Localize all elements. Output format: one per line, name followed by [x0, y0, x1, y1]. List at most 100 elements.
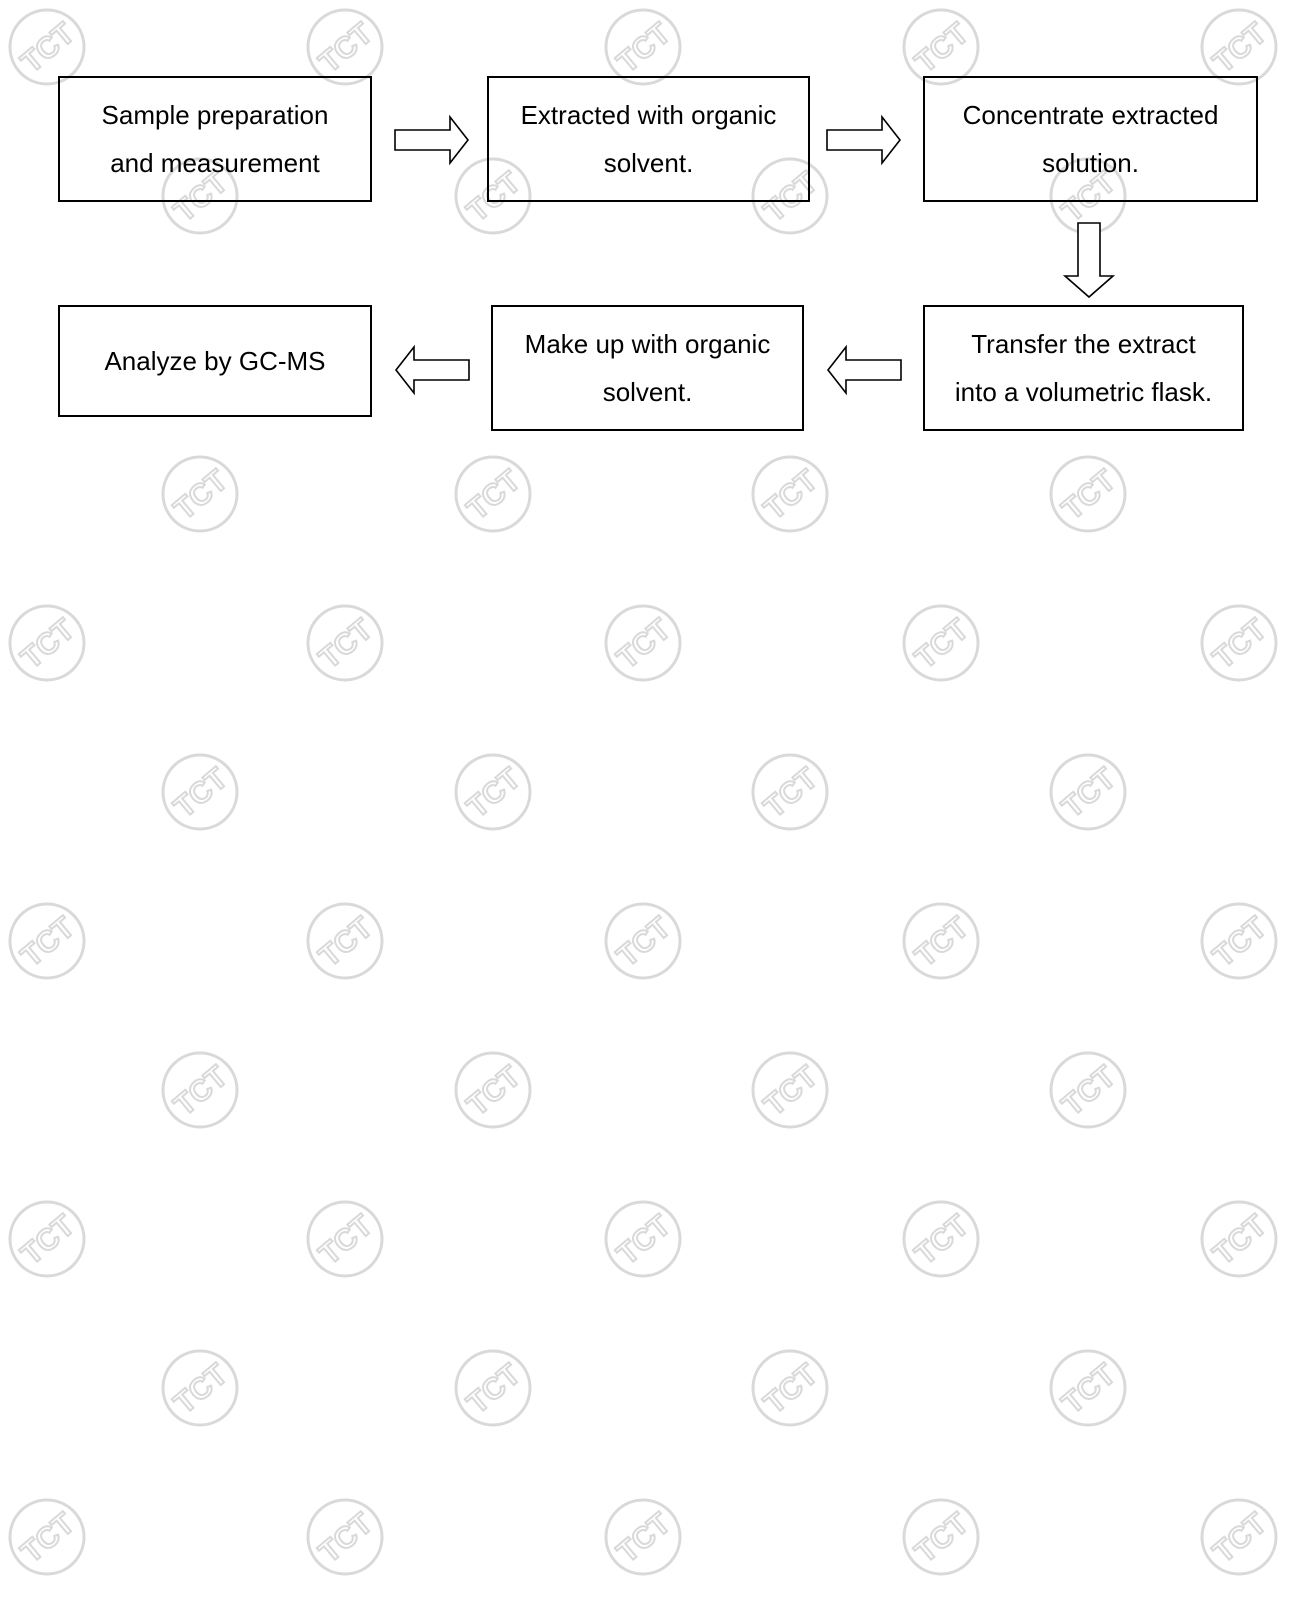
- step-transfer: Transfer the extract into a volumetric f…: [923, 305, 1244, 431]
- watermark-seal: TCT: [604, 604, 682, 682]
- svg-text:TCT: TCT: [1207, 17, 1273, 80]
- step-text-line: solution.: [1042, 148, 1139, 178]
- watermark-seal: TCT: [8, 8, 86, 86]
- watermark-seal: TCT: [161, 455, 239, 533]
- svg-text:TCT: TCT: [15, 1209, 81, 1272]
- svg-text:TCT: TCT: [909, 1209, 975, 1272]
- step-text-line: Extracted with organic: [520, 100, 777, 130]
- watermark-seal: TCT: [1200, 8, 1278, 86]
- svg-text:TCT: TCT: [909, 1507, 975, 1570]
- step-text-line: Make up with organic: [524, 329, 771, 359]
- watermark-seal: TCT: [306, 8, 384, 86]
- step-text-line: Analyze by GC-MS: [104, 346, 326, 376]
- svg-text:TCT: TCT: [461, 1060, 527, 1123]
- svg-text:TCT: TCT: [168, 762, 234, 825]
- watermark-seal: TCT: [161, 1051, 239, 1129]
- svg-text:TCT: TCT: [15, 911, 81, 974]
- svg-text:TCT: TCT: [611, 1209, 677, 1272]
- svg-text:TCT: TCT: [461, 1358, 527, 1421]
- arrow-left-icon: [826, 344, 902, 396]
- watermark-seal: TCT: [1200, 1498, 1278, 1576]
- svg-text:TCT: TCT: [15, 17, 81, 80]
- svg-text:TCT: TCT: [313, 1209, 379, 1272]
- watermark-seal: TCT: [306, 1498, 384, 1576]
- step-text-line: and measurement: [110, 148, 320, 178]
- svg-text:TCT: TCT: [15, 613, 81, 676]
- svg-text:TCT: TCT: [168, 1358, 234, 1421]
- svg-text:TCT: TCT: [313, 613, 379, 676]
- step-text-line: Transfer the extract: [971, 329, 1196, 359]
- watermark-seal: TCT: [751, 753, 829, 831]
- svg-text:TCT: TCT: [611, 17, 677, 80]
- watermark-seal: TCT: [306, 902, 384, 980]
- watermark-seal: TCT: [1049, 1349, 1127, 1427]
- svg-text:TCT: TCT: [758, 464, 824, 527]
- watermark-seal: TCT: [751, 1051, 829, 1129]
- watermark-seal: TCT: [454, 1051, 532, 1129]
- svg-text:TCT: TCT: [611, 1507, 677, 1570]
- watermark-seal: TCT: [1049, 1051, 1127, 1129]
- arrow-right-icon: [394, 114, 470, 166]
- watermark-seal: TCT: [1200, 1200, 1278, 1278]
- svg-text:TCT: TCT: [168, 464, 234, 527]
- step-text-line: solvent.: [602, 377, 693, 407]
- svg-text:TCT: TCT: [15, 1507, 81, 1570]
- watermark-seal: TCT: [161, 753, 239, 831]
- svg-text:TCT: TCT: [461, 762, 527, 825]
- svg-text:TCT: TCT: [1207, 1507, 1273, 1570]
- watermark-seal: TCT: [8, 1498, 86, 1576]
- watermark-seal: TCT: [1049, 753, 1127, 831]
- watermark-seal: TCT: [454, 1349, 532, 1427]
- svg-text:TCT: TCT: [1056, 1358, 1122, 1421]
- watermark-seal: TCT: [902, 902, 980, 980]
- svg-text:TCT: TCT: [168, 1060, 234, 1123]
- step-text-line: Sample preparation: [101, 100, 329, 130]
- watermark-seal: TCT: [306, 604, 384, 682]
- watermark-seal: TCT: [902, 8, 980, 86]
- arrow-left-icon: [394, 344, 470, 396]
- svg-text:TCT: TCT: [758, 762, 824, 825]
- svg-text:TCT: TCT: [909, 911, 975, 974]
- svg-text:TCT: TCT: [1056, 762, 1122, 825]
- step-text-line: Concentrate extracted: [962, 100, 1219, 130]
- svg-text:TCT: TCT: [1207, 1209, 1273, 1272]
- svg-text:TCT: TCT: [1056, 464, 1122, 527]
- watermark-seal: TCT: [1200, 902, 1278, 980]
- watermark-seal: TCT: [604, 8, 682, 86]
- watermark-seal: TCT: [902, 1498, 980, 1576]
- svg-text:TCT: TCT: [909, 17, 975, 80]
- step-make-up: Make up with organic solvent.: [491, 305, 804, 431]
- svg-text:TCT: TCT: [758, 1060, 824, 1123]
- watermark-seal: TCT: [1049, 455, 1127, 533]
- watermark-seal: TCT: [751, 1349, 829, 1427]
- watermark-seal: TCT: [1200, 604, 1278, 682]
- svg-text:TCT: TCT: [313, 1507, 379, 1570]
- svg-text:TCT: TCT: [758, 1358, 824, 1421]
- step-concentrate: Concentrate extracted solution.: [923, 76, 1258, 202]
- svg-text:TCT: TCT: [1207, 613, 1273, 676]
- svg-text:TCT: TCT: [313, 17, 379, 80]
- watermark-seal: TCT: [454, 753, 532, 831]
- svg-text:TCT: TCT: [909, 613, 975, 676]
- step-text-line: into a volumetric flask.: [954, 377, 1213, 407]
- watermark-seal: TCT: [8, 902, 86, 980]
- svg-text:TCT: TCT: [1056, 1060, 1122, 1123]
- watermark-seal: TCT: [751, 455, 829, 533]
- watermark-seal: TCT: [604, 902, 682, 980]
- watermark-seal: TCT: [8, 1200, 86, 1278]
- arrow-down-icon: [1062, 222, 1116, 299]
- step-extracted-organic: Extracted with organic solvent.: [487, 76, 810, 202]
- svg-text:TCT: TCT: [313, 911, 379, 974]
- watermark-seal: TCT: [604, 1498, 682, 1576]
- watermark-seal: TCT: [306, 1200, 384, 1278]
- watermark-seal: TCT: [902, 604, 980, 682]
- step-sample-preparation: Sample preparation and measurement: [58, 76, 372, 202]
- svg-text:TCT: TCT: [611, 613, 677, 676]
- watermark-seal: TCT: [8, 604, 86, 682]
- watermark-seal: TCT: [161, 1349, 239, 1427]
- step-text-line: solvent.: [603, 148, 694, 178]
- watermark-seal: TCT: [902, 1200, 980, 1278]
- svg-text:TCT: TCT: [461, 464, 527, 527]
- step-analyze: Analyze by GC-MS: [58, 305, 372, 417]
